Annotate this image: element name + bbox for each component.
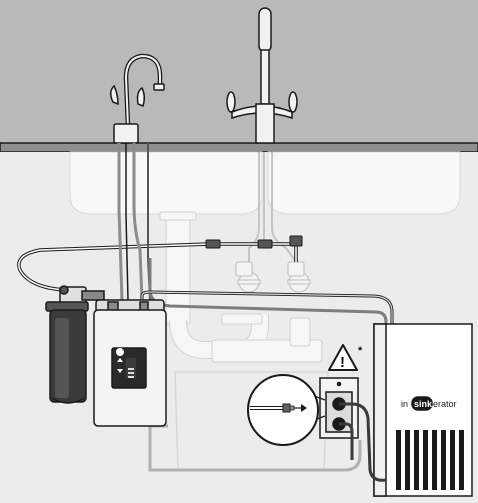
power-outlet-icon xyxy=(319,377,359,439)
boiler-brand-prefix: in xyxy=(401,399,408,409)
overflow-hose xyxy=(148,424,362,472)
hose-fittings xyxy=(205,235,303,249)
boiler-hose xyxy=(140,258,394,340)
cold-supply-hose xyxy=(17,242,298,292)
boiler-brand-suffix: erator xyxy=(433,399,457,409)
boiler-brand-highlight: sink xyxy=(414,399,433,409)
detail-callout xyxy=(247,374,326,446)
mixer-faucet-icon xyxy=(226,7,298,144)
countertop-edge xyxy=(0,142,478,153)
water-filter-icon xyxy=(45,285,105,404)
shutoff-valves xyxy=(235,261,311,293)
water-tank-icon xyxy=(93,299,167,427)
warning-asterisk: * xyxy=(358,345,363,357)
control-unit-brand: insinkerator xyxy=(122,348,138,352)
power-cables xyxy=(339,402,387,482)
faucet-supply-lines xyxy=(248,152,297,263)
countertop-backdrop xyxy=(0,0,478,143)
warning-symbol: ! xyxy=(340,354,345,371)
hot-water-dispenser-icon xyxy=(110,53,165,144)
boiler-unit-icon xyxy=(373,323,473,497)
drain-plumbing xyxy=(159,211,329,471)
warning-triangle-icon xyxy=(328,344,358,371)
